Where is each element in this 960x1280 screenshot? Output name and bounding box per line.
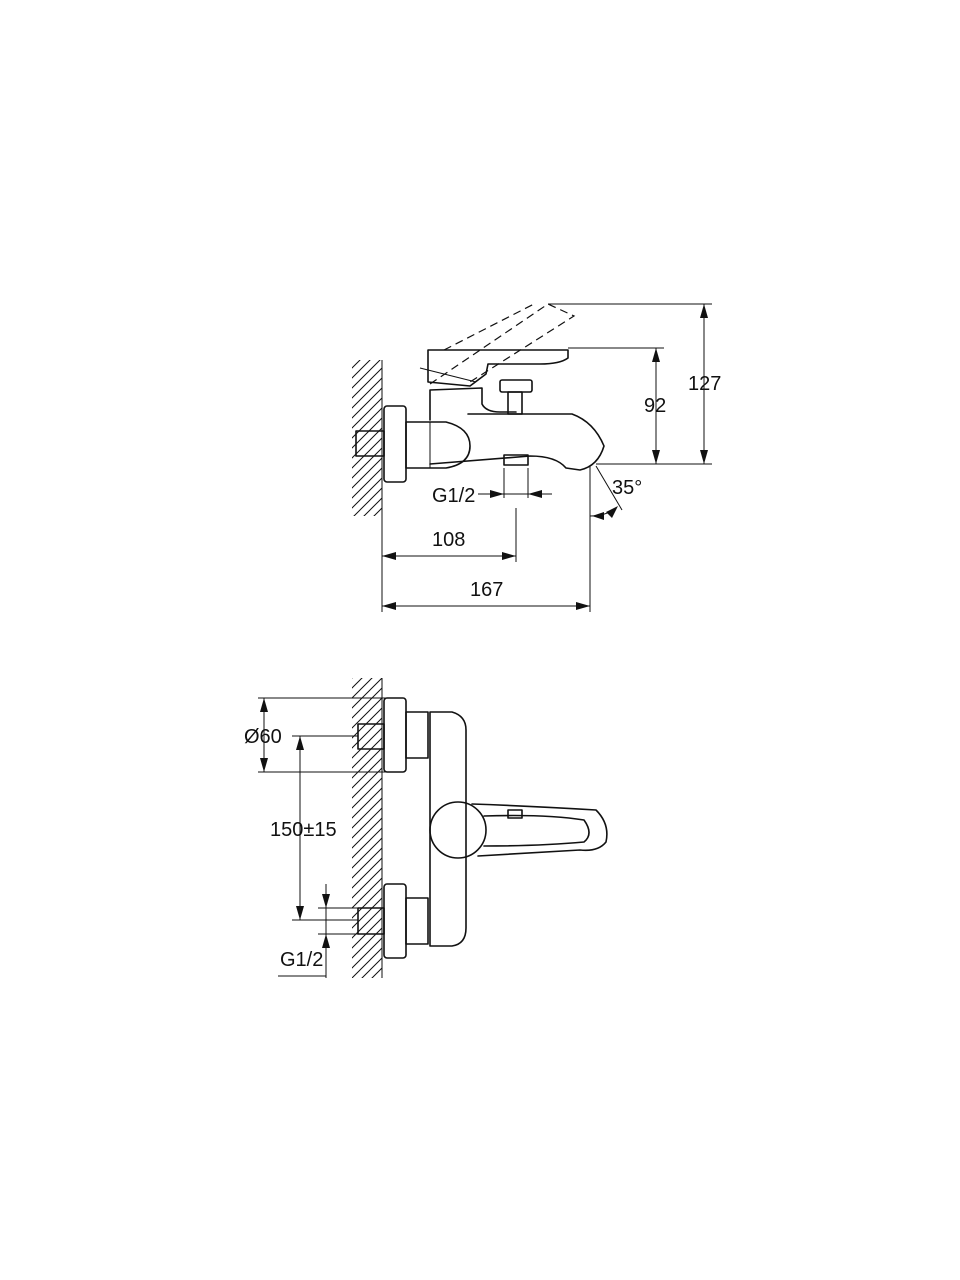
wall-hatch-bottom [352, 678, 382, 978]
dim-height-raised: 127 [688, 373, 721, 395]
dim-diameter: Ø60 [244, 726, 282, 748]
dim-inlet-spacing: 150±15 [270, 819, 337, 841]
diverter-knob [499, 379, 533, 393]
lever-closed [427, 349, 569, 387]
handle-knob [429, 801, 487, 859]
dim-height-closed: 92 [644, 395, 666, 417]
upper-escutcheon [383, 697, 407, 773]
spout [429, 413, 605, 471]
lever-housing [429, 387, 517, 421]
handle-lever [471, 803, 608, 857]
dim-inlet-thread-side: G1/2 [432, 485, 475, 507]
dim-108: 108 [432, 529, 465, 551]
lever-raised-dashed [429, 303, 576, 385]
dim-spout-angle: 35° [612, 477, 642, 499]
side-view: 127 92 35° G1/2 108 167 [352, 303, 721, 612]
lower-escutcheon [383, 883, 407, 959]
escutcheon-flange [383, 405, 407, 483]
front-view: Ø60 150±15 G1/2 [244, 678, 608, 978]
wall-hatch-top [352, 360, 382, 516]
valve-body [405, 421, 471, 469]
dim-inlet-thread-front: G1/2 [280, 949, 323, 971]
mixer-body [429, 711, 467, 947]
dim-167: 167 [470, 579, 503, 601]
outlet-stub [503, 454, 529, 466]
